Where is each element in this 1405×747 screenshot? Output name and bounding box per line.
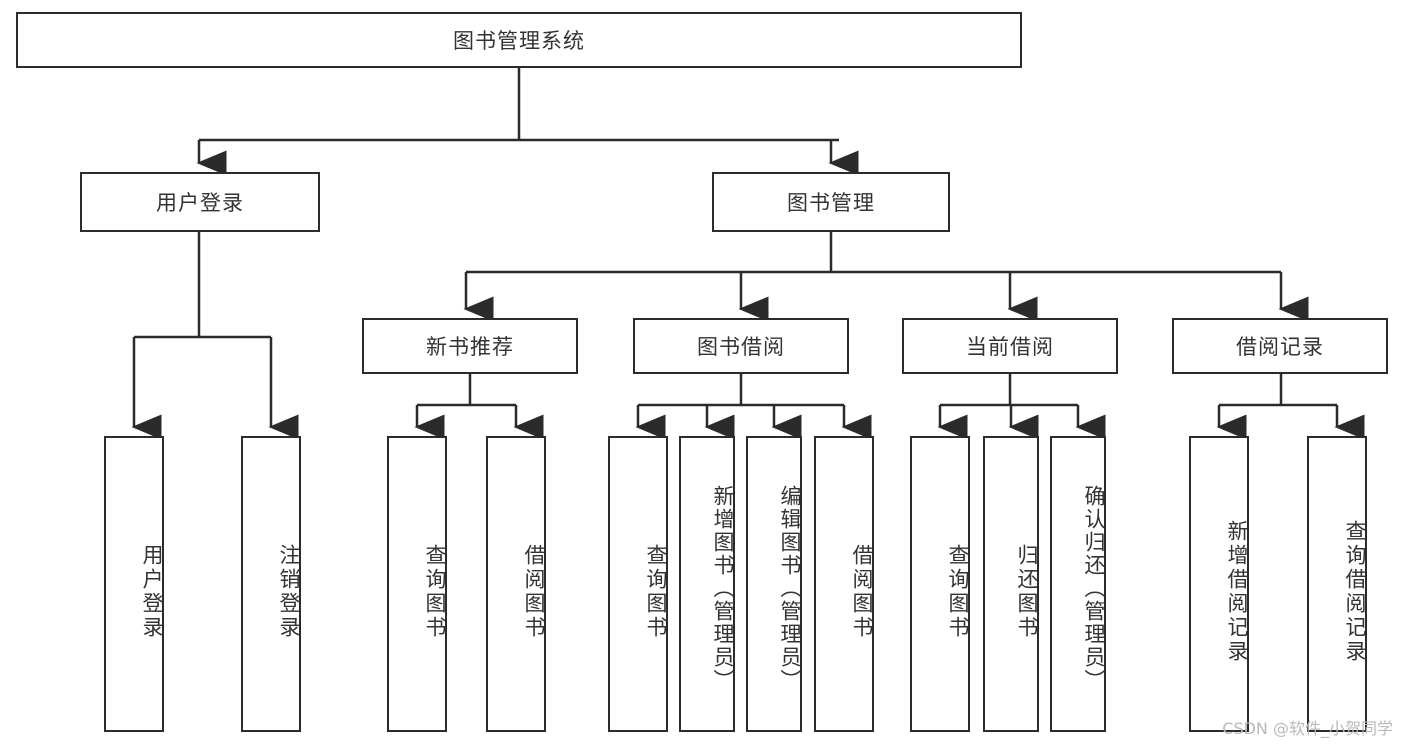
node-leaf-confirm-return[interactable]: 确认归还（管理员） — [1050, 436, 1106, 732]
node-book-manage[interactable]: 图书管理 — [712, 172, 950, 232]
node-leaf-user-login[interactable]: 用户登录 — [104, 436, 164, 732]
node-root[interactable]: 图书管理系统 — [16, 12, 1022, 68]
node-leaf-return-book[interactable]: 归还图书 — [983, 436, 1039, 732]
node-leaf-query-book-2[interactable]: 查询图书 — [608, 436, 668, 732]
node-new-book-rec[interactable]: 新书推荐 — [362, 318, 578, 374]
node-leaf-add-record[interactable]: 新增借阅记录 — [1189, 436, 1249, 732]
node-leaf-query-book-3[interactable]: 查询图书 — [910, 436, 970, 732]
csdn-watermark: CSDN @软件_小贺同学 — [1222, 719, 1393, 738]
node-leaf-borrow-book-2[interactable]: 借阅图书 — [814, 436, 874, 732]
node-leaf-query-book-1[interactable]: 查询图书 — [387, 436, 447, 732]
node-user-login[interactable]: 用户登录 — [80, 172, 320, 232]
node-leaf-query-record[interactable]: 查询借阅记录 — [1307, 436, 1367, 732]
node-current-borrow[interactable]: 当前借阅 — [902, 318, 1118, 374]
node-leaf-edit-book[interactable]: 编辑图书（管理员） — [746, 436, 802, 732]
node-leaf-borrow-book-1[interactable]: 借阅图书 — [486, 436, 546, 732]
node-leaf-logout[interactable]: 注销登录 — [241, 436, 301, 732]
node-borrow-record[interactable]: 借阅记录 — [1172, 318, 1388, 374]
node-book-borrow[interactable]: 图书借阅 — [633, 318, 849, 374]
node-leaf-add-book[interactable]: 新增图书（管理员） — [679, 436, 735, 732]
